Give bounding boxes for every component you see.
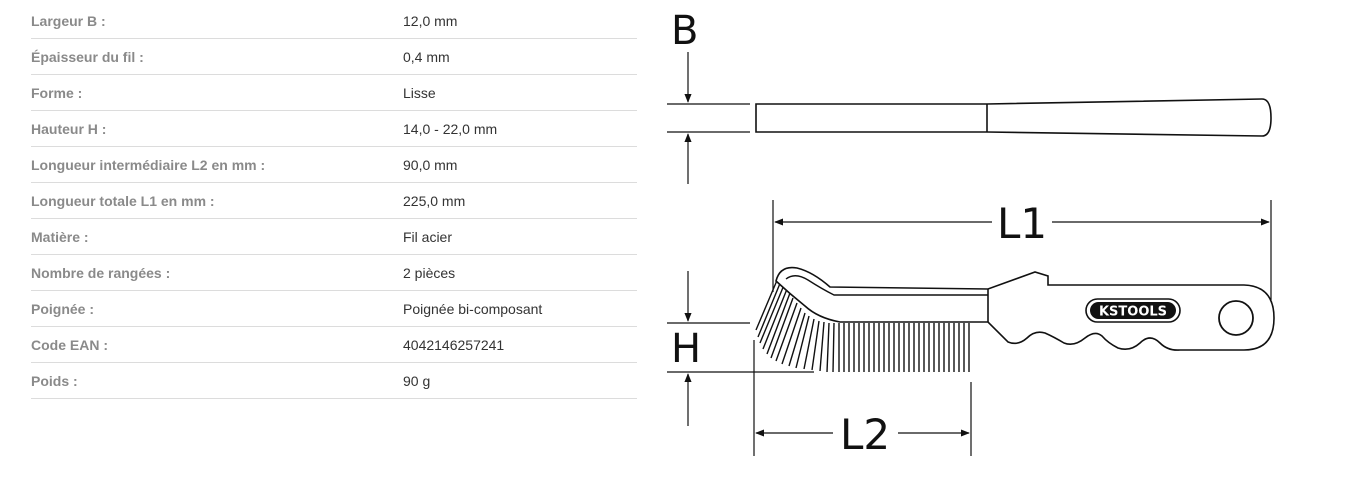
spec-row-handle: Poignée : Poignée bi-composant (31, 290, 637, 327)
spec-label: Poignée : (31, 290, 403, 327)
dimension-l1-label: L1 (997, 199, 1047, 248)
spec-label: Longueur intermédiaire L2 en mm : (31, 146, 403, 183)
technical-drawing: B L1 (667, 8, 1275, 459)
spec-value: 90,0 mm (403, 146, 637, 183)
dimension-h (667, 271, 814, 426)
spec-value: Fil acier (403, 218, 637, 255)
spec-value: 14,0 - 22,0 mm (403, 110, 637, 147)
dimension-b-label: B (671, 8, 698, 54)
spec-label: Épaisseur du fil : (31, 38, 403, 75)
spec-label: Nombre de rangées : (31, 254, 403, 291)
brush-side-view: KSTOOLS (755, 266, 1275, 373)
brush-top-view (755, 98, 1272, 137)
spec-row-height-h: Hauteur H : 14,0 - 22,0 mm (31, 110, 637, 147)
spec-table: Largeur B : 12,0 mm Épaisseur du fil : 0… (31, 3, 637, 399)
brush-handle-outline (775, 266, 1275, 351)
spec-value: 2 pièces (403, 254, 637, 291)
dimension-l1 (772, 200, 1272, 300)
spec-row-ean: Code EAN : 4042146257241 (31, 326, 637, 363)
spec-value: 12,0 mm (403, 3, 637, 39)
spec-label: Largeur B : (31, 3, 403, 39)
spec-row-weight: Poids : 90 g (31, 362, 637, 399)
spec-row-length-l1: Longueur totale L1 en mm : 225,0 mm (31, 182, 637, 219)
spec-row-wire-thickness: Épaisseur du fil : 0,4 mm (31, 38, 637, 75)
spec-value: 90 g (403, 362, 637, 399)
spec-row-material: Matière : Fil acier (31, 218, 637, 255)
spec-row-rows-count: Nombre de rangées : 2 pièces (31, 254, 637, 291)
hanging-hole-icon (1218, 300, 1254, 336)
spec-row-length-l2: Longueur intermédiaire L2 en mm : 90,0 m… (31, 146, 637, 183)
spec-value: 225,0 mm (403, 182, 637, 219)
spec-label: Hauteur H : (31, 110, 403, 147)
spec-value: Lisse (403, 74, 637, 111)
spec-label: Longueur totale L1 en mm : (31, 182, 403, 219)
spec-value: 0,4 mm (403, 38, 637, 75)
spec-label: Poids : (31, 362, 403, 399)
brush-bristles (755, 277, 970, 373)
dimension-b (667, 52, 750, 184)
dimension-l2 (753, 340, 972, 456)
spec-row-width-b: Largeur B : 12,0 mm (31, 3, 637, 39)
spec-label: Matière : (31, 218, 403, 255)
ks-tools-logo: KSTOOLS (1085, 298, 1181, 323)
ks-tools-logo-text: KSTOOLS (1099, 305, 1167, 320)
spec-value: Poignée bi-composant (403, 290, 637, 327)
spec-row-shape: Forme : Lisse (31, 74, 637, 111)
spec-value: 4042146257241 (403, 326, 637, 363)
dimension-l2-label: L2 (840, 410, 890, 459)
dimension-h-label: H (671, 326, 701, 372)
handle-head-inner-curve (785, 275, 988, 296)
spec-label: Forme : (31, 74, 403, 111)
spec-label: Code EAN : (31, 326, 403, 363)
